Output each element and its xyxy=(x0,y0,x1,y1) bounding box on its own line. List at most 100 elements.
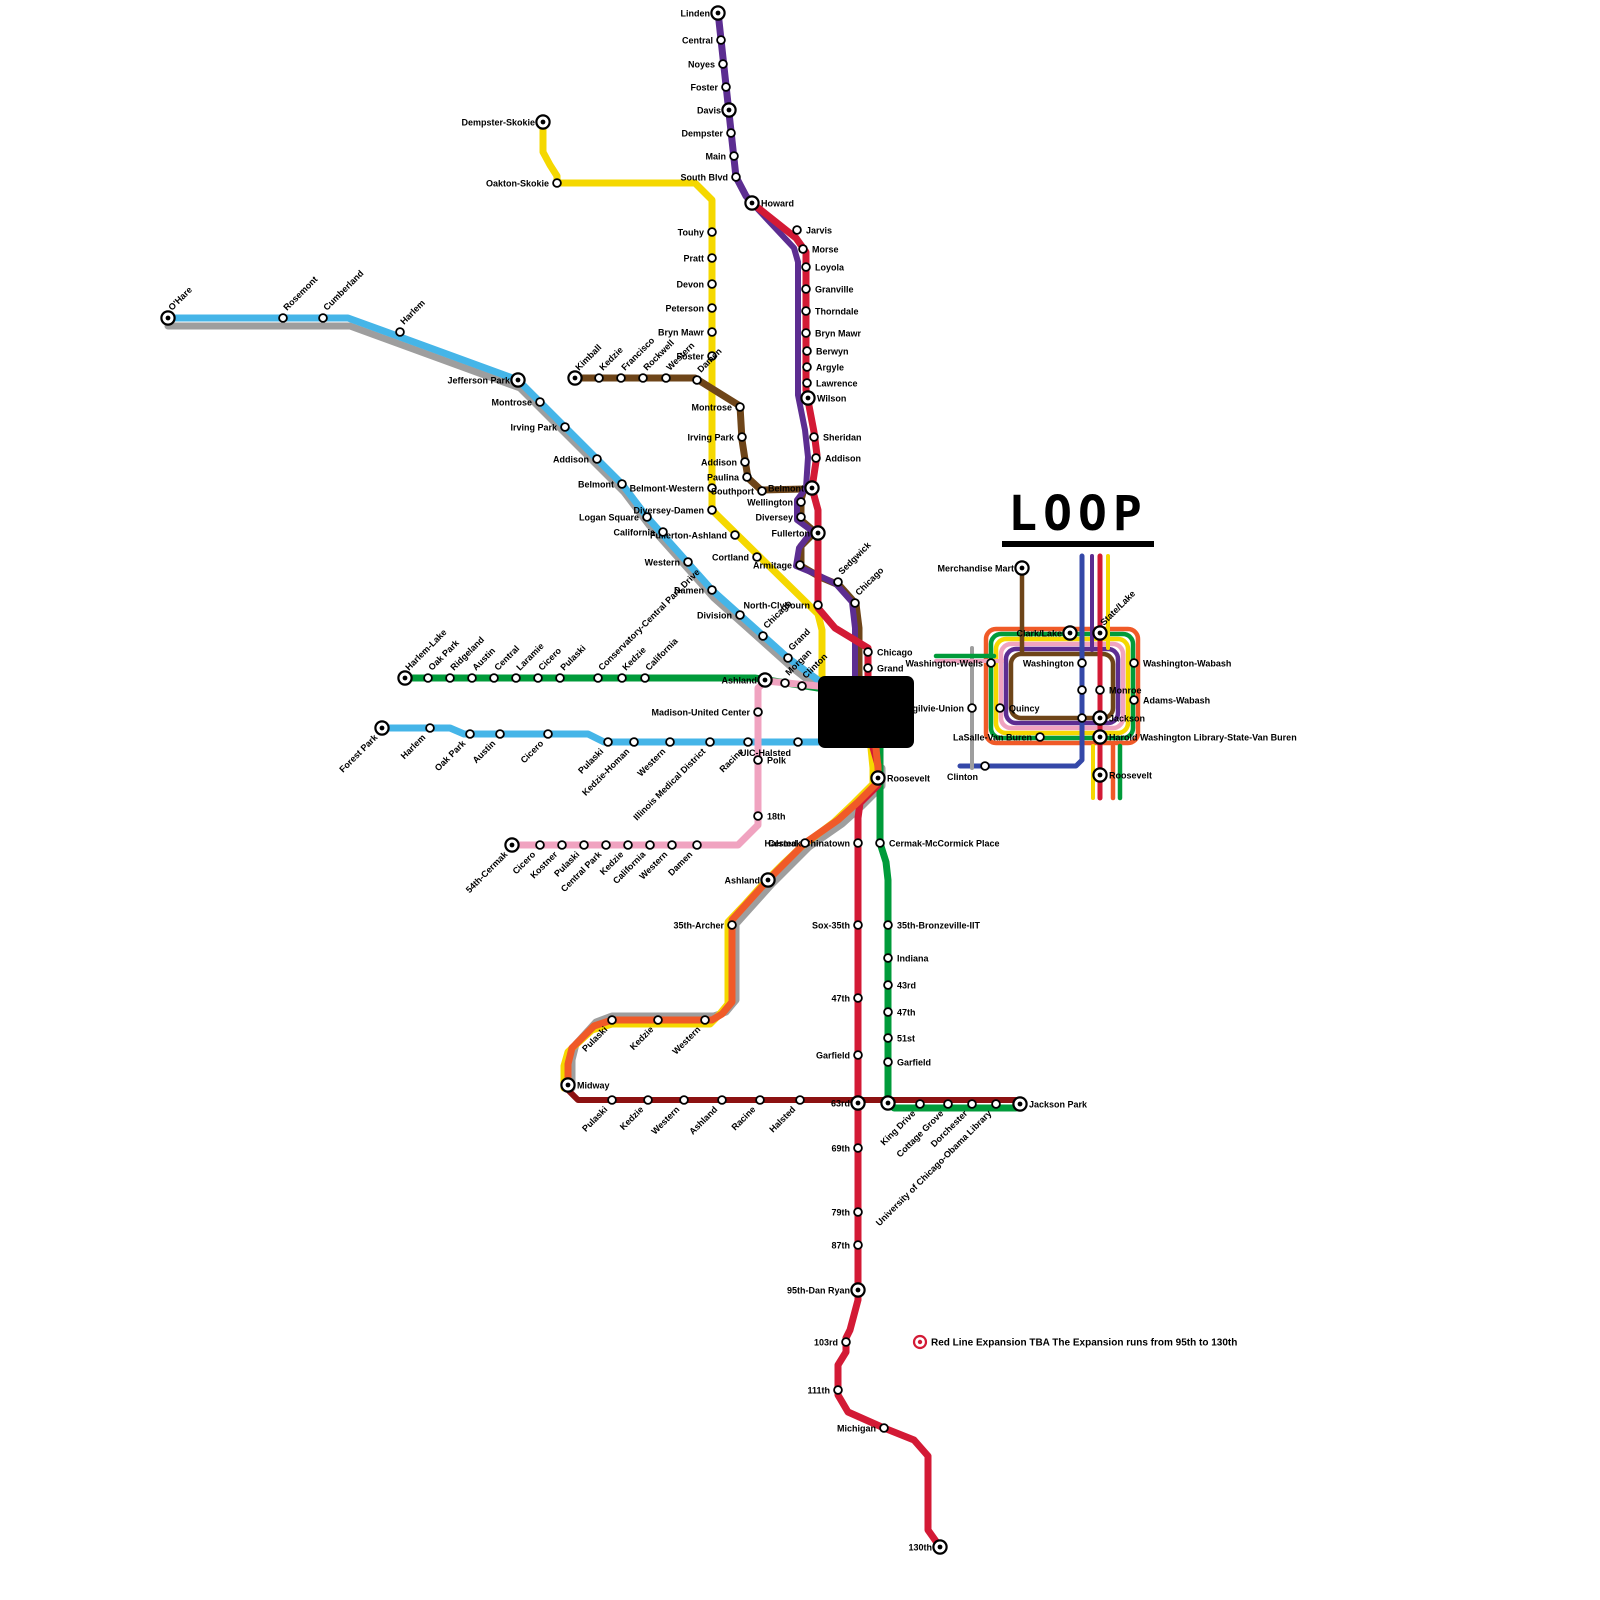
svg-text:Western: Western xyxy=(649,1104,681,1136)
station-oakton-skokie: Oakton-Skokie xyxy=(486,178,562,189)
station-35th-archer: 35th-Archer xyxy=(673,920,737,931)
station-dempster: Dempster xyxy=(681,128,736,139)
svg-text:Kedzie: Kedzie xyxy=(618,1104,646,1132)
svg-text:Harlem: Harlem xyxy=(398,298,427,327)
station-pratt: Pratt xyxy=(683,253,717,264)
station-irving-park: Irving Park xyxy=(687,432,747,443)
station-103rd: 103rd xyxy=(814,1337,851,1348)
svg-text:35th-Bronzeville-IIT: 35th-Bronzeville-IIT xyxy=(897,921,981,931)
svg-text:Roosevelt: Roosevelt xyxy=(1109,771,1152,781)
svg-text:Touhy: Touhy xyxy=(678,228,704,238)
svg-text:Noyes: Noyes xyxy=(688,60,715,70)
svg-text:Montrose: Montrose xyxy=(692,403,733,413)
station-washington-wabash: Washington-Wabash xyxy=(1129,658,1231,669)
svg-text:Kedzie: Kedzie xyxy=(628,1024,656,1052)
station-touhy: Touhy xyxy=(678,227,717,238)
station-michigan: Michigan xyxy=(837,1423,889,1434)
svg-text:Chicago: Chicago xyxy=(853,565,886,598)
line-gray-ohare-shadow xyxy=(164,322,822,692)
svg-text:Indiana: Indiana xyxy=(897,954,929,964)
svg-text:47th: 47th xyxy=(897,1008,916,1018)
station-devon: Devon xyxy=(676,279,717,290)
red-line-expansion-text: Red Line Expansion TBA The Expansion run… xyxy=(931,1338,1237,1349)
station-grand: Grand xyxy=(863,663,904,674)
svg-text:Cermak-McCormick Place: Cermak-McCormick Place xyxy=(889,839,1000,849)
svg-text:130th: 130th xyxy=(908,1543,932,1553)
svg-text:Belmont: Belmont xyxy=(768,484,804,494)
svg-text:Pratt: Pratt xyxy=(683,254,704,264)
station-unnamed xyxy=(880,1095,896,1111)
station-polk: Polk xyxy=(753,755,787,766)
svg-text:Damen: Damen xyxy=(666,849,694,877)
svg-text:Dempster: Dempster xyxy=(681,129,723,139)
svg-text:Clinton: Clinton xyxy=(947,772,978,782)
station-chicago: Chicago xyxy=(850,565,886,608)
station-111th: 111th xyxy=(807,1385,843,1396)
line-inset-blue-dearborn-subway xyxy=(957,553,1085,769)
station-addison: Addison xyxy=(701,457,750,468)
station-paulina: Paulina xyxy=(707,472,752,483)
svg-text:43rd: 43rd xyxy=(897,981,916,991)
svg-text:Bryn Mawr: Bryn Mawr xyxy=(815,329,862,339)
svg-text:California: California xyxy=(643,635,680,672)
station-18th: 18th xyxy=(753,811,786,822)
station-loyola: Loyola xyxy=(801,262,845,273)
svg-text:Argyle: Argyle xyxy=(816,363,844,373)
station-wilson: Wilson xyxy=(800,390,846,406)
station-unnamed xyxy=(1077,685,1087,695)
station-cortland: Cortland xyxy=(712,552,762,563)
line-blue-ohare xyxy=(164,314,822,684)
station-clark-lake: Clark/Lake xyxy=(1016,625,1078,641)
svg-text:Morse: Morse xyxy=(812,245,839,255)
line-inset-ring-yellow xyxy=(993,636,1131,736)
station-halsted: Halsted xyxy=(764,838,810,849)
svg-text:Sedgwick: Sedgwick xyxy=(836,539,873,576)
svg-text:Harlem: Harlem xyxy=(399,732,428,761)
station-bryn-mawr: Bryn Mawr xyxy=(801,328,862,339)
svg-text:Irving Park: Irving Park xyxy=(510,423,558,433)
svg-text:Harold Washington Library-Stat: Harold Washington Library-State-Van Bure… xyxy=(1109,733,1297,743)
svg-text:Bryn Mawr: Bryn Mawr xyxy=(658,328,705,338)
map-generated-layer: LindenCentralNoyesFosterDavisDempsterMai… xyxy=(160,5,1297,1555)
svg-text:Jackson Park: Jackson Park xyxy=(1029,1100,1088,1110)
station-south-blvd: South Blvd xyxy=(681,172,741,183)
svg-text:Grand: Grand xyxy=(877,664,904,674)
svg-text:Ashland: Ashland xyxy=(687,1104,719,1136)
svg-text:Addison: Addison xyxy=(701,458,737,468)
svg-text:UIC-Halsted: UIC-Halsted xyxy=(740,748,791,758)
svg-text:Southport: Southport xyxy=(711,487,754,497)
svg-text:Conservatory-Central Park Driv: Conservatory-Central Park Drive xyxy=(596,567,701,672)
station-fullerton-ashland: Fullerton-Ashland xyxy=(650,530,740,541)
svg-text:Fullerton: Fullerton xyxy=(772,529,811,539)
station-43rd: 43rd xyxy=(883,980,916,991)
svg-text:Adams-Wabash: Adams-Wabash xyxy=(1143,696,1210,706)
svg-text:Belmont-Western: Belmont-Western xyxy=(630,484,704,494)
station-thorndale: Thorndale xyxy=(801,306,859,317)
svg-text:103rd: 103rd xyxy=(814,1338,838,1348)
station-foster: Foster xyxy=(676,351,717,362)
svg-text:Oakton-Skokie: Oakton-Skokie xyxy=(486,179,549,189)
svg-text:Loyola: Loyola xyxy=(815,263,845,273)
svg-text:Division: Division xyxy=(697,611,732,621)
svg-text:Western: Western xyxy=(670,1024,702,1056)
svg-text:69th: 69th xyxy=(831,1144,850,1154)
line-green-south xyxy=(876,696,1020,1112)
svg-text:Washington-Wells: Washington-Wells xyxy=(906,659,984,669)
loop-title-underline xyxy=(1002,541,1154,547)
svg-text:Logan Square: Logan Square xyxy=(579,513,639,523)
station-belmont: Belmont xyxy=(768,480,820,496)
svg-text:Merchandise Mart: Merchandise Mart xyxy=(937,564,1014,574)
svg-text:Paulina: Paulina xyxy=(707,473,740,483)
line-purple-express xyxy=(749,200,858,681)
station-main: Main xyxy=(705,151,739,162)
station-harold-washington-library-state-van-buren: Harold Washington Library-State-Van Bure… xyxy=(1092,729,1297,745)
station-monroe: Monroe xyxy=(1095,685,1142,696)
station-addison: Addison xyxy=(811,453,861,464)
station-wellington: Wellington xyxy=(747,497,806,508)
loop-downtown-box xyxy=(818,676,914,748)
line-maroon-63rd xyxy=(565,1087,1019,1103)
station-clinton: Clinton xyxy=(947,761,990,782)
svg-text:Pulaski: Pulaski xyxy=(558,643,587,672)
